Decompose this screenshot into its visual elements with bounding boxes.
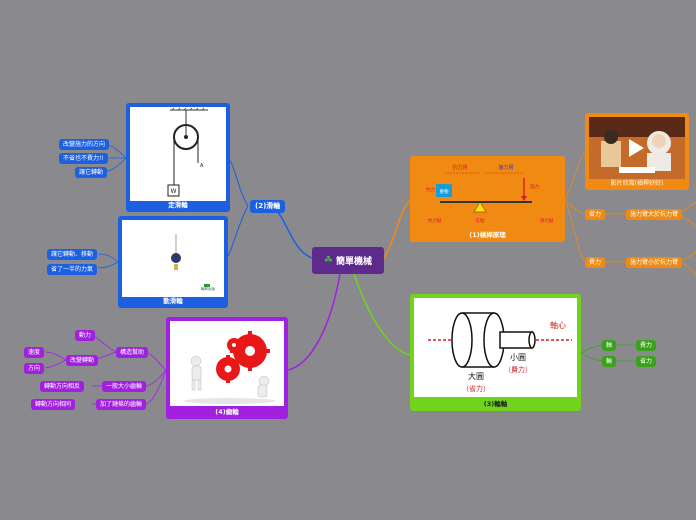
central-topic-label: 簡單機械 bbox=[335, 257, 372, 267]
gear-general[interactable]: 一般大小齒輪 bbox=[102, 381, 147, 392]
lever-cost-detail[interactable]: 施力臂小於抗力臂 bbox=[626, 257, 683, 268]
fixed-note-no-save[interactable]: 不省也不費力!! bbox=[59, 153, 108, 164]
fixed-pulley-caption: 定滑輪 bbox=[168, 201, 188, 209]
lever-load-arm: 抗力臂 bbox=[452, 164, 467, 171]
force-label: A bbox=[200, 163, 204, 169]
weight-label: W bbox=[171, 188, 177, 195]
lever-save-detail[interactable]: 施力臂大於抗力臂 bbox=[626, 209, 683, 220]
lever-load-point: 抗力點 bbox=[428, 217, 442, 224]
fixed-note-direction[interactable]: 改變施力的方向 bbox=[59, 139, 110, 150]
weight-box-label: 重物 bbox=[440, 188, 449, 195]
small-circle-label: 小圓 bbox=[510, 353, 526, 362]
lever-video-card[interactable]: 影片欣賞(槓桿好好) bbox=[585, 113, 689, 190]
lever-save[interactable]: 省力 bbox=[585, 209, 606, 220]
video-caption: 影片欣賞(槓桿好好) bbox=[610, 180, 664, 187]
lever-effort-arm: 施力臂 bbox=[498, 164, 513, 171]
gear-card[interactable]: (4)齒輪 bbox=[166, 317, 288, 419]
lever-cost[interactable]: 費力 bbox=[585, 257, 606, 268]
big-circle-label: 大圓 bbox=[468, 371, 484, 381]
fixed-pulley-image: W A bbox=[167, 107, 208, 197]
lever-card[interactable]: 重物 抗力臂 施力臂 抗力 施力 支點 抗力點 施力點 (1)槓桿原理 bbox=[410, 156, 565, 242]
gear-image bbox=[184, 331, 276, 404]
small-circle-sub: （費力） bbox=[504, 365, 532, 374]
big-circle-sub: （省力） bbox=[462, 384, 490, 393]
gear-caption: (4)齒輪 bbox=[215, 408, 239, 416]
lever-load-label: 抗力 bbox=[426, 186, 435, 193]
movable-pulley-image: 翰林出版 bbox=[171, 234, 215, 291]
movable-note-half[interactable]: 省了一半的力氣 bbox=[47, 264, 98, 275]
lever-effort-label: 施力 bbox=[530, 183, 539, 190]
topic-pulley-label: (2)滑輪 bbox=[255, 202, 281, 210]
lever-fulcrum-label: 支點 bbox=[476, 217, 485, 224]
video-thumbnail bbox=[589, 117, 685, 179]
movable-pulley-card[interactable]: 翰林出版 動滑輪 bbox=[118, 216, 228, 308]
lever-caption: (1)槓桿原理 bbox=[469, 231, 506, 239]
wheel-wheel-effect[interactable]: 省力 bbox=[636, 356, 657, 367]
wheel-axle[interactable]: 軸 bbox=[602, 340, 617, 351]
gear-change[interactable]: 改變轉動 bbox=[66, 355, 99, 366]
movable-pulley-caption: 動滑輪 bbox=[163, 297, 183, 305]
gear-general-detail[interactable]: 轉動方向相反 bbox=[40, 381, 85, 392]
central-topic[interactable]: ☘ 簡單機械 bbox=[312, 247, 384, 274]
lever-effort-point: 施力點 bbox=[540, 217, 554, 224]
wheel-axle-effect[interactable]: 費力 bbox=[636, 340, 657, 351]
clover-icon: ☘ bbox=[324, 255, 333, 266]
gear-power[interactable]: 動力 bbox=[75, 330, 96, 341]
brand-label: 翰林出版 bbox=[201, 286, 215, 291]
movable-note-move[interactable]: 讓它轉動、移動 bbox=[47, 249, 98, 260]
gear-chain-detail[interactable]: 轉動方向相同 bbox=[31, 399, 76, 410]
wheel-image: 軸心 小圓 （費力） 大圓 （省力） bbox=[428, 312, 572, 393]
topic-pulley[interactable]: (2)滑輪 bbox=[250, 200, 286, 213]
gear-direction[interactable]: 方向 bbox=[24, 363, 45, 374]
fixed-pulley-card[interactable]: W A 定滑輪 bbox=[126, 103, 230, 212]
wheel-caption: (3)輪軸 bbox=[483, 400, 508, 408]
fixed-note-rotate[interactable]: 讓它轉動 bbox=[75, 167, 108, 178]
gear-help[interactable]: 構造幫助 bbox=[116, 347, 149, 358]
wheel-wheel[interactable]: 輪 bbox=[602, 356, 617, 367]
lever-image: 重物 抗力臂 施力臂 抗力 施力 支點 抗力點 施力點 bbox=[426, 164, 554, 224]
axis-label: 軸心 bbox=[550, 320, 566, 330]
gear-speed[interactable]: 速度 bbox=[24, 347, 45, 358]
gear-chain[interactable]: 加了鏈條的齒輪 bbox=[96, 399, 147, 410]
wheel-card[interactable]: 軸心 小圓 （費力） 大圓 （省力） (3)輪軸 bbox=[410, 294, 581, 411]
